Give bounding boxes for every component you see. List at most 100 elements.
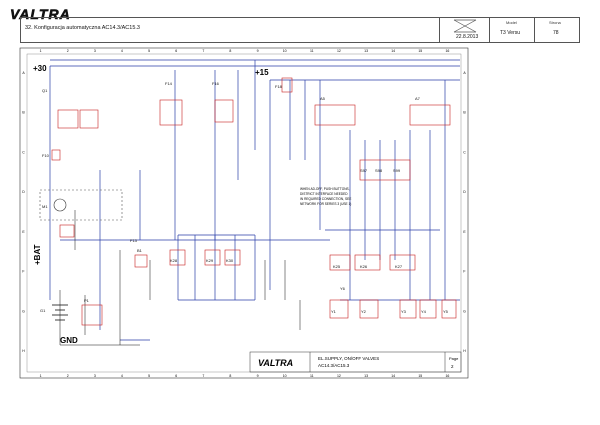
component-label: Y2: [361, 309, 367, 314]
component-label: G1: [40, 308, 46, 313]
row-letter: H: [22, 349, 25, 353]
column-number: 3: [94, 49, 96, 53]
schematic-note: WHEN AD-OFF, PUSH BUTTONS, DISTRICT INTE…: [300, 187, 351, 206]
component-label: P1: [84, 298, 90, 303]
component-label: Y1: [331, 309, 337, 314]
row-letter: C: [22, 150, 25, 154]
page-label: Strona: [549, 20, 561, 25]
schematic-frame: [19, 47, 469, 379]
row-letter: D: [463, 190, 466, 194]
component-label: F10: [42, 153, 50, 158]
column-number: 10: [283, 49, 287, 53]
component-label: A5: [320, 96, 326, 101]
row-letter: F: [463, 270, 465, 274]
component-label: F13: [130, 238, 138, 243]
row-letter: B: [22, 111, 25, 115]
note-line-4: NETWORK FOR SERIES 3 (USE 1): [300, 202, 351, 206]
column-number: 9: [257, 49, 259, 53]
column-number: 7: [202, 49, 204, 53]
page-cell: Strona 78: [534, 18, 581, 42]
schematic-inner-frame: [26, 53, 462, 373]
component-label: F16: [212, 81, 220, 86]
row-letter: E: [463, 230, 466, 234]
row-letter: B: [463, 111, 466, 115]
column-number: 16: [445, 374, 449, 378]
column-number: 13: [364, 49, 368, 53]
column-number: 12: [337, 374, 341, 378]
component-label: B1: [137, 248, 143, 253]
column-number: 13: [364, 374, 368, 378]
column-number: 14: [391, 374, 395, 378]
rail-plus15-label: +15: [255, 68, 269, 77]
title-block-brand: VALTRA: [258, 358, 293, 368]
rail-gnd-label: GND: [60, 336, 78, 345]
date-cell: 22.8.2013: [439, 18, 490, 42]
title-block: VALTRA EL.SUPPLY, ON/OFF VALVES AC14.3/A…: [249, 351, 462, 373]
column-number: 12: [337, 49, 341, 53]
row-letter: C: [463, 150, 466, 154]
rail-plus30-label: +30: [33, 64, 47, 73]
column-number: 6: [175, 49, 177, 53]
column-number: 4: [121, 49, 123, 53]
component-labels: Q1 F10 F13 F14 F16 F18 S97 S98 S99 K25 K…: [40, 81, 449, 314]
column-number: 15: [418, 49, 422, 53]
component-label: K30: [226, 258, 234, 263]
page-value: 78: [553, 30, 559, 36]
column-number: 7: [202, 374, 204, 378]
row-letter: G: [22, 309, 25, 313]
red-components: [51, 77, 457, 326]
note-line-2: DISTRICT INTERFACE NEEDED: [300, 192, 348, 196]
column-number: 11: [310, 374, 314, 378]
model-value: T3 Versu: [500, 30, 521, 36]
rail-bat-label: +BAT: [33, 244, 42, 265]
title-block-desc-2: AC14.3/AC15.3: [318, 363, 350, 368]
component-label: F18: [275, 84, 283, 89]
model-cell: Model T3 Versu: [489, 18, 535, 42]
column-number: 5: [148, 49, 150, 53]
component-label: K29: [206, 258, 214, 263]
title-block-page-value: 2: [451, 364, 454, 369]
blue-wiring: [49, 59, 460, 341]
column-number: 4: [121, 374, 123, 378]
dashed-module-box: [39, 189, 123, 221]
component-label: Y5: [443, 309, 449, 314]
component-label: K28: [170, 258, 178, 263]
column-number: 5: [148, 374, 150, 378]
column-number: 1: [40, 49, 42, 53]
header-date: 22.8.2013: [456, 34, 479, 40]
title-block-page-label: Page: [449, 356, 459, 361]
model-label: Model: [506, 20, 517, 25]
column-number: 11: [310, 49, 314, 53]
title-block-desc-1: EL.SUPPLY, ON/OFF VALVES: [318, 356, 379, 361]
column-number: 2: [67, 374, 69, 378]
column-number: 3: [94, 374, 96, 378]
component-label: S99: [393, 168, 401, 173]
document-header: 32. Konfiguracja automatyczna AC14.3/AC1…: [20, 17, 580, 43]
column-number: 15: [418, 374, 422, 378]
component-label: Y4: [421, 309, 427, 314]
component-label: A7: [415, 96, 421, 101]
component-label: K25: [333, 264, 341, 269]
column-number: 14: [391, 49, 395, 53]
column-number: 9: [257, 374, 259, 378]
component-label: Y6: [340, 286, 346, 291]
column-number: 1: [40, 374, 42, 378]
column-number: 8: [229, 374, 231, 378]
row-letter: A: [463, 71, 466, 75]
component-label: M1: [42, 204, 48, 209]
component-label: K27: [395, 264, 403, 269]
row-letter: G: [463, 309, 466, 313]
component-label: Y3: [401, 309, 407, 314]
column-number: 8: [229, 49, 231, 53]
component-label: F14: [165, 81, 173, 86]
column-number: 10: [283, 374, 287, 378]
column-ruler: 1122334455667788991010111112121313141415…: [40, 49, 450, 378]
motor-symbol-icon: [53, 198, 67, 212]
component-label: S98: [375, 168, 383, 173]
component-label: S97: [360, 168, 368, 173]
row-letter: E: [22, 230, 25, 234]
valtra-logo: VALTRA: [10, 6, 71, 23]
black-wiring: [59, 210, 301, 346]
